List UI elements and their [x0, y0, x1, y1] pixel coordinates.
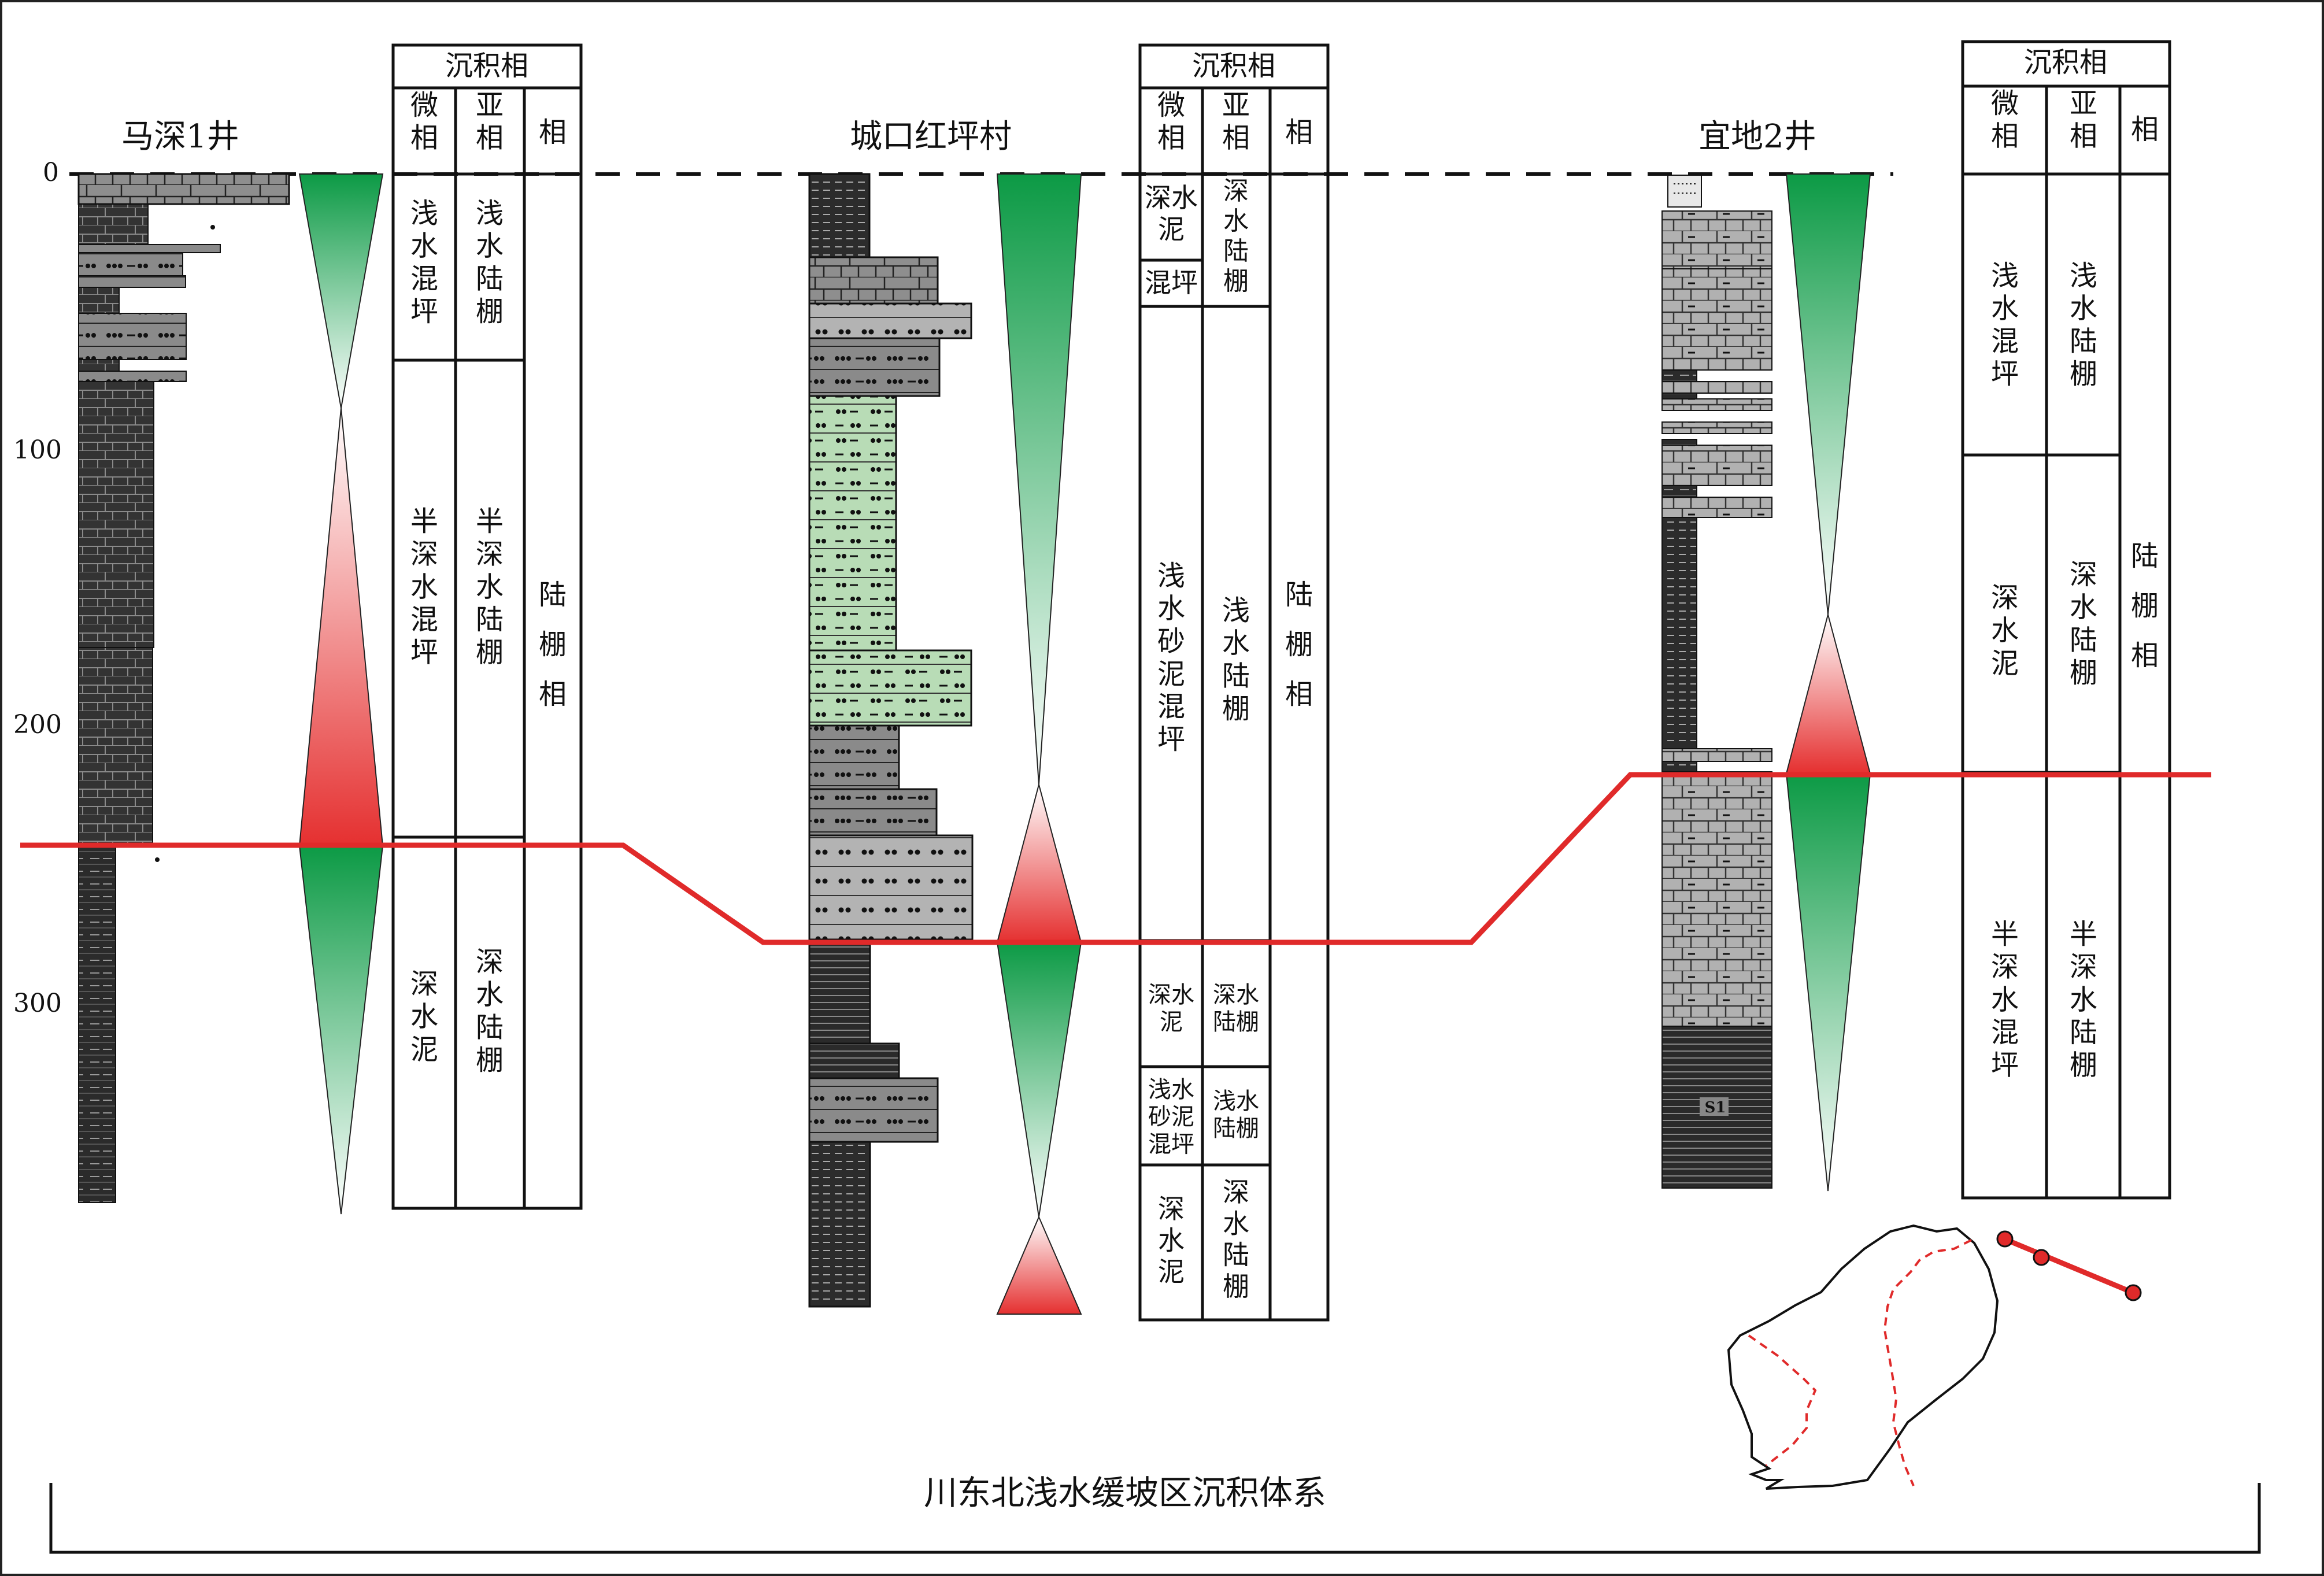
depth-label-0: 0 — [43, 158, 59, 187]
well-2-facies: 陆棚相 — [1285, 579, 1313, 711]
well-3-header-facies: 相 — [2131, 113, 2159, 146]
well-3-facies: 陆棚相 — [2131, 540, 2159, 672]
well-2-sub-5: 深水陆棚 — [1223, 1177, 1249, 1302]
well-1-header-facies: 相 — [539, 116, 567, 149]
well-1-micro-1: 浅水混坪 — [410, 197, 438, 328]
well-2-header-facies: 相 — [1285, 116, 1313, 149]
sequence-boundary-line — [20, 772, 2211, 945]
well-3-header-sub: 亚相 — [2070, 87, 2097, 153]
well-2-micro-3: 浅水砂泥混坪 — [1157, 560, 1185, 756]
depth-label-300: 300 — [13, 989, 62, 1018]
well-1: 马深1井 — [77, 43, 583, 1215]
well-1-sub-3: 深水陆棚 — [476, 946, 504, 1076]
depth-label-100: 100 — [13, 435, 62, 465]
figure-caption: 川东北浅水缓坡区沉积体系 — [924, 1473, 1326, 1512]
well-1-header-micro: 微相 — [410, 89, 438, 154]
well-3-facies-table — [1961, 40, 2171, 1200]
well-2-table-title: 沉积相 — [1192, 50, 1275, 82]
well-1-facies-triangles — [298, 173, 384, 1215]
well-2-micro-4: 深水泥 — [1148, 982, 1194, 1035]
well-3-sub-1: 浅水陆棚 — [2070, 260, 2097, 390]
well-2-header-sub: 亚相 — [1222, 89, 1250, 154]
well-3-lithology-column: S1 — [1661, 175, 1772, 1189]
well-1-lithology-column — [77, 173, 290, 1203]
well-2-micro-5: 浅水砂泥混坪 — [1148, 1076, 1194, 1157]
well-1-micro-3: 深水泥 — [410, 968, 438, 1066]
depth-label-200: 200 — [13, 710, 62, 739]
inset-well-point-2 — [2033, 1249, 2050, 1266]
well-2-sub-4: 浅水陆棚 — [1213, 1088, 1259, 1142]
well-2-sub-3: 深水陆棚 — [1213, 982, 1259, 1035]
well-2-micro-6: 深水泥 — [1158, 1193, 1185, 1288]
well-2-sub-1: 深水陆棚 — [1223, 176, 1249, 296]
well-3-micro-1: 浅水混坪 — [1991, 260, 2019, 390]
well-3-facies-triangles — [1785, 173, 1871, 1192]
well-2-header-micro: 微相 — [1157, 89, 1185, 154]
well-3-column-marker: S1 — [1705, 1099, 1726, 1116]
inset-dashed-boundary-1 — [1748, 1334, 1817, 1467]
well-2-name: 城口红坪村 — [850, 118, 1012, 156]
location-inset-map — [1727, 1224, 2142, 1490]
depth-axis: 0 100 200 300 — [13, 158, 62, 1018]
well-3-name: 宜地2井 — [1698, 118, 1816, 156]
well-3-header-micro: 微相 — [1991, 87, 2019, 153]
well-1-name: 马深1井 — [121, 118, 239, 156]
well-2-micro-1: 深水泥 — [1145, 182, 1198, 245]
well-1-header-sub: 亚相 — [476, 89, 504, 154]
well-3-sub-3: 半深水陆棚 — [2070, 918, 2097, 1082]
well-2-sub-2: 浅水陆棚 — [1222, 594, 1250, 725]
well-1-facies-table — [391, 43, 583, 1210]
well-1-micro-2: 半深水混坪 — [410, 505, 438, 669]
inset-dashed-boundary-2 — [1883, 1239, 1972, 1486]
well-3-sub-2: 深水陆棚 — [2070, 558, 2097, 689]
inset-well-point-3 — [2125, 1284, 2142, 1301]
caption-bracket: 川东北浅水缓坡区沉积体系 — [49, 1473, 2261, 1554]
well-3: 宜地2井 S1 — [1661, 40, 2171, 1200]
well-3-table-title: 沉积相 — [2024, 46, 2107, 79]
well-1-sub-1: 浅水陆棚 — [476, 197, 504, 328]
well-3-micro-3: 半深水混坪 — [1991, 918, 2019, 1082]
well-3-micro-2: 深水泥 — [1991, 582, 2019, 679]
basin-outline — [1727, 1224, 1999, 1490]
well-2-facies-triangles — [996, 173, 1082, 1315]
well-2-lithology-column — [808, 173, 974, 1308]
inset-section-line — [2003, 1236, 2134, 1296]
well-2-micro-2: 混坪 — [1145, 267, 1198, 298]
inset-well-point-1 — [1996, 1230, 2014, 1248]
well-2: 城口红坪村 — [808, 43, 1330, 1322]
well-1-table-title: 沉积相 — [445, 50, 528, 82]
well-1-facies: 陆棚相 — [539, 579, 567, 711]
well-1-sub-2: 半深水陆棚 — [476, 505, 504, 669]
